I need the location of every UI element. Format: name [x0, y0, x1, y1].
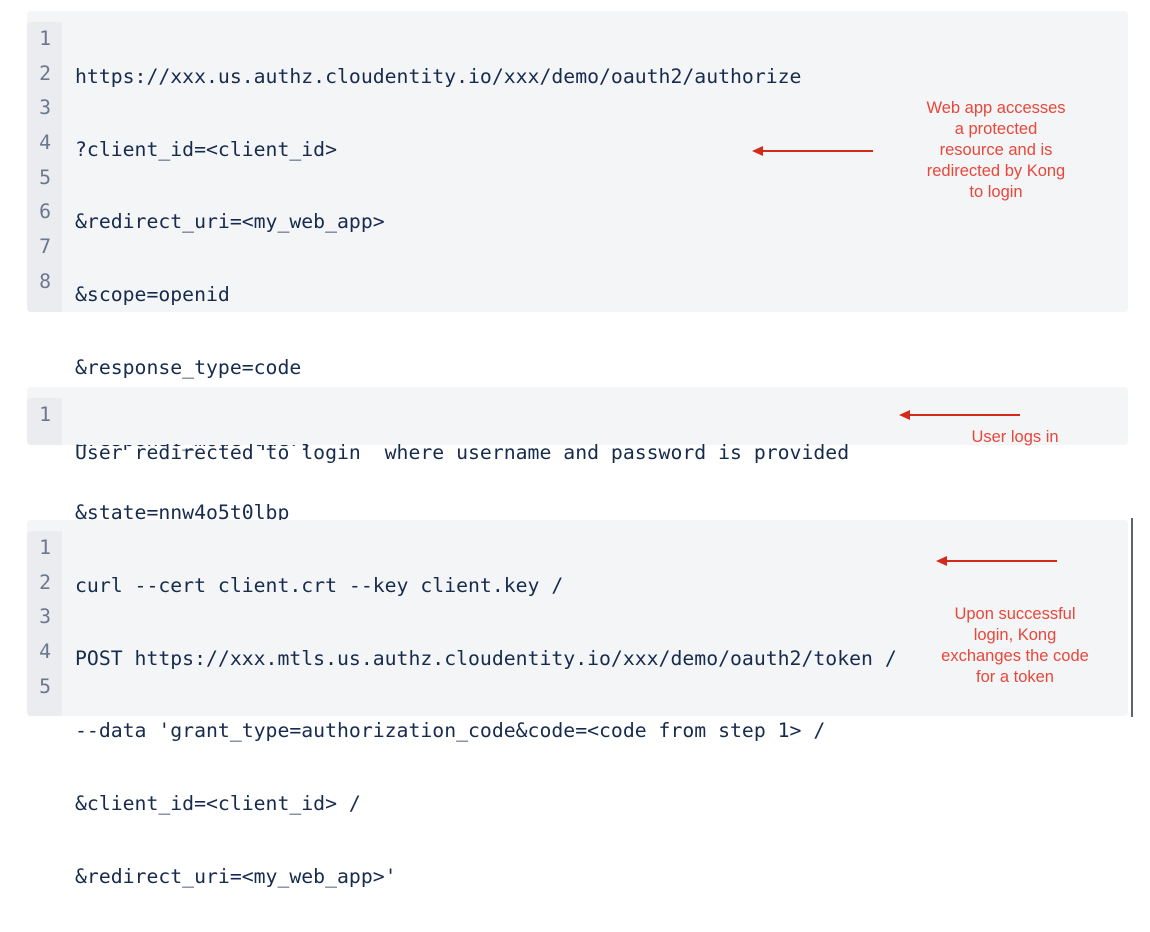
code-line: &redirect_uri=<my_web_app>' [75, 864, 397, 888]
line-number: 4 [39, 131, 51, 155]
line-number-gutter: 1 [27, 398, 62, 445]
code-line: &scope=openid [75, 283, 230, 307]
code-line: &redirect_uri=<my_web_app> [75, 210, 385, 234]
arrow-left-icon [936, 555, 1058, 567]
line-number: 3 [39, 605, 51, 629]
code-block-authorize-request: 1 2 3 4 5 6 7 8 https://xxx.us.authz.clo… [27, 11, 1128, 597]
code-content[interactable]: User redirected to login where username … [62, 398, 1128, 464]
arrow-left-icon [752, 145, 874, 157]
code-line: User redirected to login where username … [75, 441, 850, 464]
line-number: 1 [39, 403, 51, 426]
annotation-user-login: User logs in [971, 428, 1059, 446]
code-block-user-login: 1 User redirected to login where usernam… [27, 387, 1128, 464]
line-number: 2 [39, 61, 51, 85]
code-line: ?client_id=<client_id> [75, 137, 338, 161]
line-number-gutter: 1 2 3 4 5 [27, 531, 62, 716]
line-number: 5 [39, 674, 51, 698]
annotation-token-exchange: Upon successful login, Kong exchanges th… [941, 605, 1089, 686]
line-number: 1 [39, 27, 51, 50]
code-line: &client_id=<client_id> / [75, 792, 361, 816]
line-number: 4 [39, 640, 51, 664]
line-number: 6 [39, 200, 51, 224]
code-line: POST https://xxx.mtls.us.authz.cloudenti… [75, 646, 897, 670]
line-number-gutter: 1 2 3 4 5 6 7 8 [27, 22, 62, 312]
arrow-left-icon [899, 409, 1021, 421]
line-number: 8 [39, 269, 51, 293]
code-line: https://xxx.us.authz.cloudentity.io/xxx/… [75, 65, 802, 88]
code-line: --data 'grant_type=authorization_code&co… [75, 719, 826, 743]
line-number: 7 [39, 235, 51, 259]
line-number: 2 [39, 570, 51, 594]
code-line: &state=nnw4o5t0lbp [75, 501, 290, 525]
line-number: 1 [39, 536, 51, 559]
code-line: &response_type=code [75, 355, 302, 379]
code-line: curl --cert client.crt --key client.key … [75, 574, 564, 597]
line-number: 3 [39, 96, 51, 120]
line-number: 5 [39, 165, 51, 189]
vertical-divider [1131, 518, 1133, 717]
annotation-authorize: Web app accesses a protected resource an… [926, 99, 1066, 201]
